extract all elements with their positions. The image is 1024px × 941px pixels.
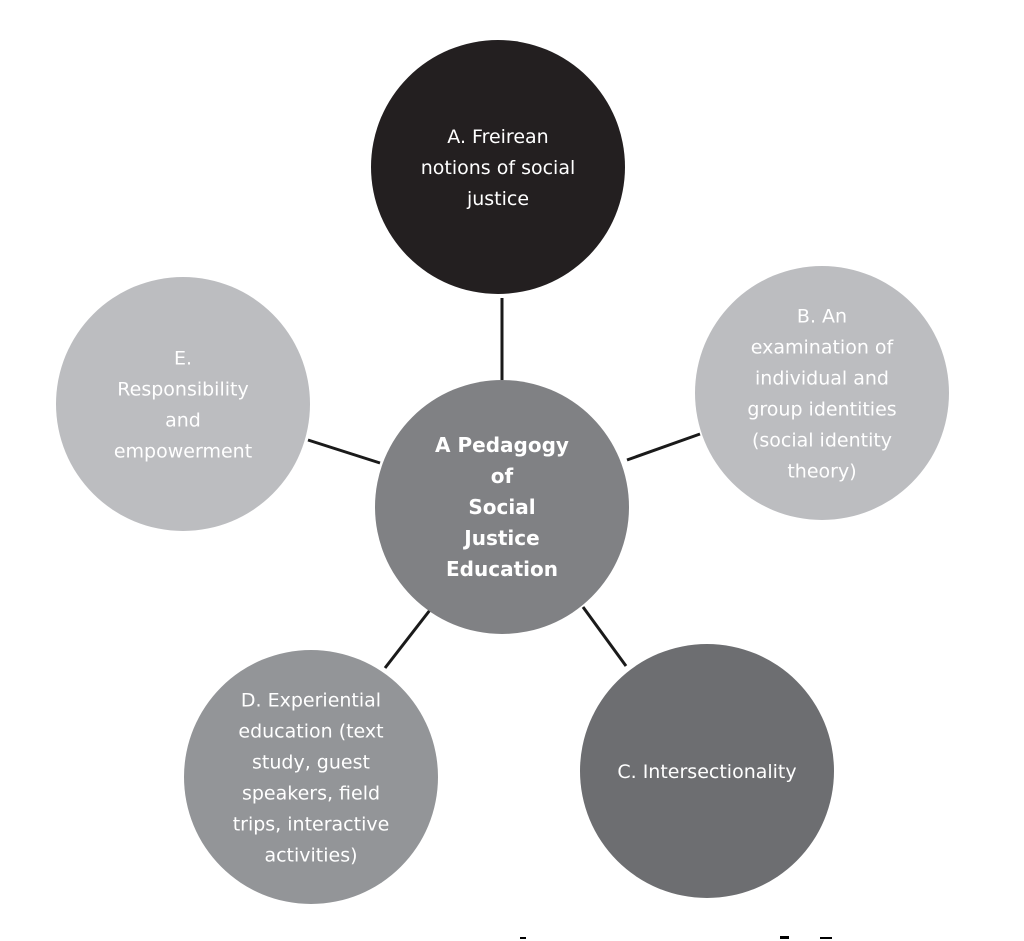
label-line: B. An: [797, 306, 847, 328]
node-b-circle: [695, 266, 949, 520]
label-line: education (text: [238, 721, 383, 743]
label-line: E.: [174, 348, 192, 370]
label-line: theory): [787, 461, 856, 483]
node-d-label: D. Experiential education (text study, gue…: [233, 690, 390, 867]
label-line: study, guest: [252, 752, 370, 774]
node-a-label: A. Freirean notions of social justice: [421, 126, 576, 210]
node-d-experiential-education: D. Experiential education (text study, gue…: [184, 650, 438, 904]
connector-center-to-b: [626, 432, 701, 462]
label-line: empowerment: [114, 441, 252, 463]
label-line: Responsibility: [117, 379, 248, 401]
label-line: activities): [264, 845, 357, 867]
label-line: speakers, field: [242, 783, 380, 805]
node-c-circle: [580, 644, 834, 898]
label-line: notions of social: [421, 157, 576, 179]
label-line: trips, interactive: [233, 814, 390, 836]
connectors: [307, 298, 701, 669]
label-line: A Pedagogy: [435, 433, 569, 457]
label-line: justice: [466, 188, 529, 210]
label-line: D. Experiential: [241, 690, 381, 712]
node-e-circle: [56, 277, 310, 531]
node-d-circle: [184, 650, 438, 904]
node-a-circle: [371, 40, 625, 294]
label-line: individual and: [755, 368, 889, 390]
partial-caption-strip: [520, 936, 832, 939]
connector-center-to-d: [383, 609, 432, 669]
label-line: and: [165, 410, 201, 432]
label-line: C. Intersectionality: [617, 761, 796, 783]
label-line: Social: [468, 495, 535, 519]
label-line: examination of: [751, 337, 895, 359]
node-e-label: E. Responsibility and empowerment: [114, 348, 252, 463]
label-line: Education: [446, 557, 558, 581]
connector-center-to-c: [581, 606, 628, 667]
label-line: A. Freirean: [447, 126, 548, 148]
label-line: (social identity: [752, 430, 892, 452]
node-c-label: C. Intersectionality: [617, 761, 796, 783]
connector-center-to-e: [307, 438, 381, 465]
node-c-intersectionality: C. Intersectionality: [580, 644, 834, 898]
node-a-freirean-notions: A. Freirean notions of social justice: [371, 40, 625, 294]
label-line: Justice: [462, 526, 539, 550]
label-line: group identities: [747, 399, 896, 421]
node-e-responsibility-empowerment: E. Responsibility and empowerment: [56, 277, 310, 531]
node-b-label: B. An examination of individual and group i…: [747, 306, 896, 483]
node-b-identity-examination: B. An examination of individual and group i…: [695, 266, 949, 520]
label-line: of: [491, 464, 514, 488]
center-node-circle: [375, 380, 629, 634]
